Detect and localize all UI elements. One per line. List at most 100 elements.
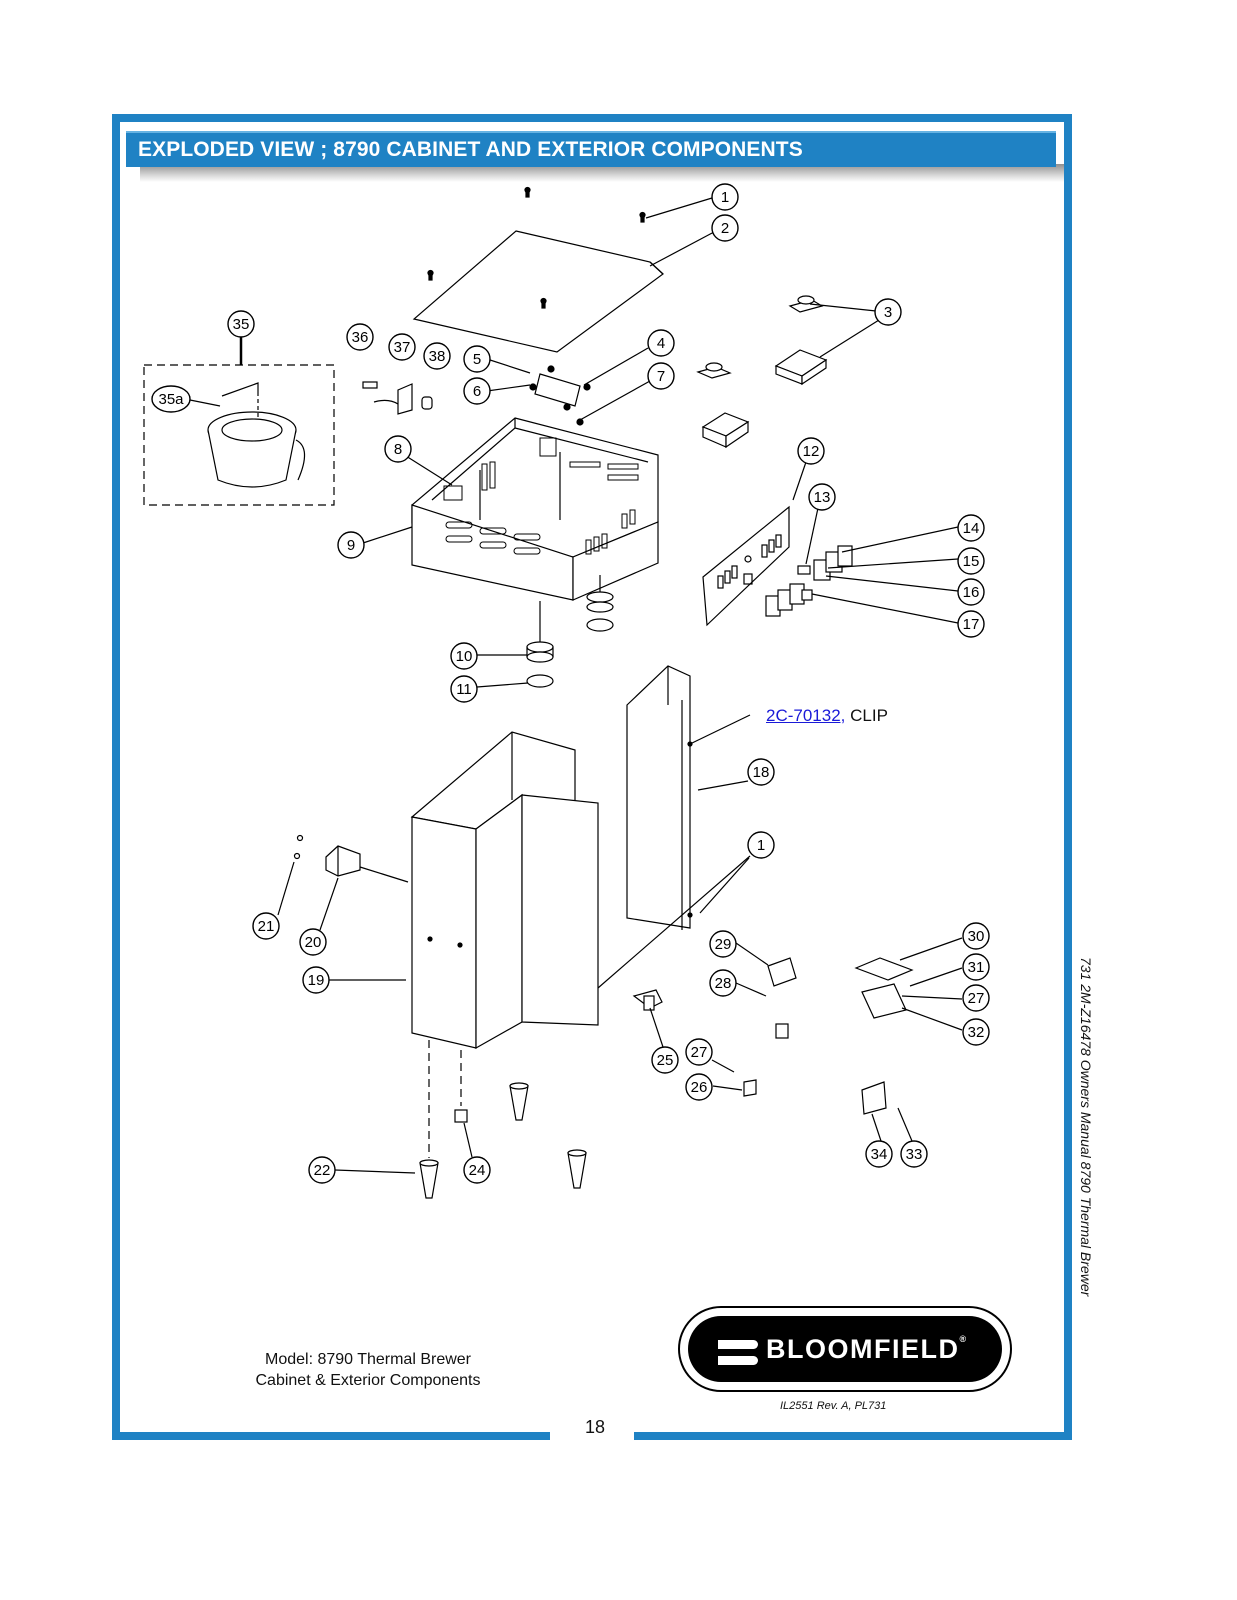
lower-components [632,957,914,1115]
callout-28: 28 [715,975,732,992]
callout-37-circle [388,333,416,361]
callout-14: 14 [963,520,980,537]
callout-18-circle [747,758,775,786]
callout-37: 37 [394,339,411,356]
callout-31-circle [962,953,990,981]
callout-25: 25 [657,1052,674,1069]
callout-3-circle [874,298,902,326]
callout-16-circle [957,578,985,606]
page-number: 18 [584,1417,606,1437]
page-frame-bottom-right [634,1432,1072,1440]
small-parts-36-38 [362,381,433,415]
callout-17-circle [957,610,985,638]
callout-27a-circle [685,1038,713,1066]
side-document-id: 731 2M-Z16478 Owners Manual 8790 Thermal… [1078,957,1094,1297]
callout-33: 33 [906,1146,923,1163]
callout-1b-circle [747,831,775,859]
logo-brand: BLOOMFIELD [766,1334,960,1364]
callout-31: 31 [968,959,985,976]
callout-17: 17 [963,616,980,633]
callout-14-circle [957,514,985,542]
callout-27a: 27 [691,1044,708,1061]
callout-2: 2 [721,220,729,237]
logo-registered-mark: ® [959,1334,967,1344]
cabinet-body [411,417,659,601]
callout-38: 38 [429,348,446,365]
page-frame-top [112,114,1072,122]
callout-numbers: 1 2 3 4 5 6 7 8 9 10 11 12 13 14 15 16 1… [158,189,984,1179]
callout-5-circle [463,345,491,373]
callout-13: 13 [814,489,831,506]
callout-13-circle [808,483,836,511]
callout-38-circle [423,342,451,370]
callout-29-circle [709,930,737,958]
callout-19-circle [302,966,330,994]
callout-35a: 35a [158,391,184,408]
clip-label-text: CLIP [845,706,888,725]
callout-29: 29 [715,936,732,953]
callout-1a-circle [711,183,739,211]
legs [419,1040,587,1199]
callout-22: 22 [314,1162,331,1179]
callout-35: 35 [233,316,250,333]
page-frame-left [112,114,120,1440]
callout-5: 5 [473,351,481,368]
callout-28-circle [709,969,737,997]
callout-15: 15 [963,553,980,570]
callout-30-circle [962,922,990,950]
callout-6: 6 [473,383,481,400]
callout-18: 18 [753,764,770,781]
callout-22-circle [308,1156,336,1184]
callout-11: 11 [456,681,472,698]
page-frame-right [1064,114,1072,1440]
callout-9: 9 [347,537,355,554]
control-board [529,365,591,426]
logo-badge: BLOOMFIELD® [688,1316,1002,1382]
callout-8: 8 [394,441,402,458]
caption-model: Model: 8790 Thermal Brewer [264,1351,472,1368]
callout-27b: 27 [968,990,985,1007]
leader-lines [189,197,963,1174]
side-panel [626,665,693,930]
page-frame-bottom-left [112,1432,550,1440]
clip-callout: 2C-70132, CLIP [766,706,888,726]
page-title: EXPLODED VIEW ; 8790 CABINET AND EXTERIO… [126,131,1056,167]
revision-label: IL2551 Rev. A, PL731 [780,1400,887,1412]
callout-11-circle [450,675,478,703]
top-cover [412,230,664,353]
callout-35-circle [227,310,255,338]
funnel-assembly [143,364,335,506]
logo-mark-icon [718,1340,758,1366]
callout-25-circle [651,1046,679,1074]
callout-21: 21 [258,918,275,935]
clip-part-number-link[interactable]: 2C-70132, [766,706,846,725]
callout-32-circle [962,1018,990,1046]
callout-35a-circle [151,385,191,413]
bloomfield-logo: BLOOMFIELD® [678,1306,1012,1392]
callout-2-circle [711,214,739,242]
callout-12-circle [797,437,825,465]
callout-8-circle [384,435,412,463]
callout-9-circle [337,531,365,559]
screws-top [427,186,646,309]
callout-7-circle [647,362,675,390]
callout-21-circle [252,912,280,940]
title-shadow [140,164,1064,182]
callout-24-circle [463,1156,491,1184]
callout-20-circle [299,928,327,956]
callout-34-circle [865,1140,893,1168]
callout-24: 24 [469,1162,486,1179]
caption-section: Cabinet & Exterior Components [255,1372,481,1389]
callout-26: 26 [691,1079,708,1096]
callout-16: 16 [963,584,980,601]
callout-34: 34 [871,1146,888,1163]
callout-33-circle [900,1140,928,1168]
switch-panel [702,505,853,627]
callout-1b: 1 [757,837,765,854]
callout-3: 3 [884,304,892,321]
callout-1a: 1 [721,189,729,206]
callout-10-circle [450,642,478,670]
electrical-boxes [696,295,828,449]
callout-19: 19 [308,972,325,989]
